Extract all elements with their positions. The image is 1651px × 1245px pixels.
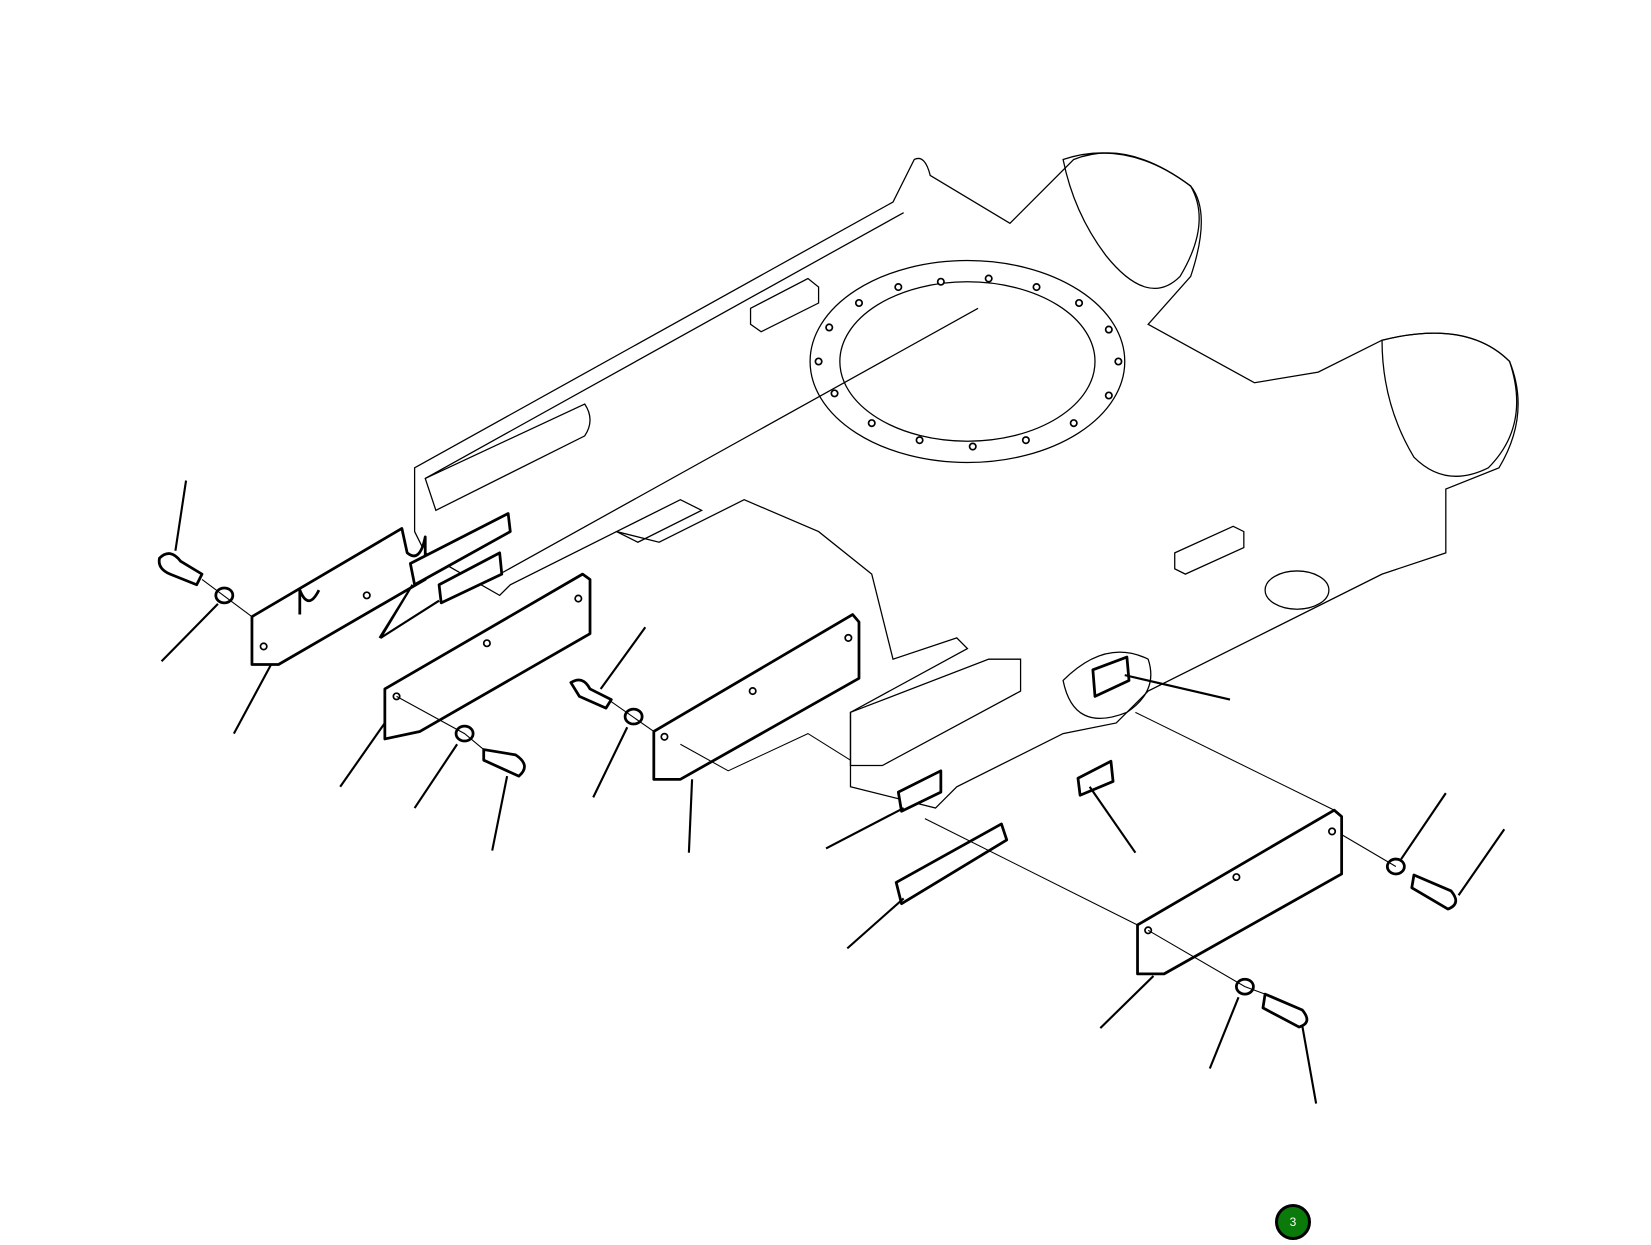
wear-bar-4 bbox=[894, 822, 1009, 906]
wear-bar-3 bbox=[896, 769, 943, 813]
assembly-lines bbox=[201, 579, 1397, 995]
block-1 bbox=[1091, 655, 1131, 698]
callout-leaders bbox=[160, 480, 1506, 1104]
guard-plate-4 bbox=[1136, 808, 1344, 976]
block-2 bbox=[1076, 759, 1115, 797]
guard-plate-3 bbox=[652, 613, 861, 781]
ring-bolt-holes bbox=[814, 274, 1123, 451]
bolts bbox=[157, 552, 1458, 1029]
wear-bar-2 bbox=[437, 551, 504, 605]
guard-plate-1 bbox=[250, 527, 427, 666]
wear-bar-1 bbox=[408, 512, 512, 587]
guard-plate-2 bbox=[383, 572, 592, 741]
page-number-badge[interactable]: 3 bbox=[1275, 1204, 1311, 1240]
track-frame bbox=[413, 152, 1519, 809]
